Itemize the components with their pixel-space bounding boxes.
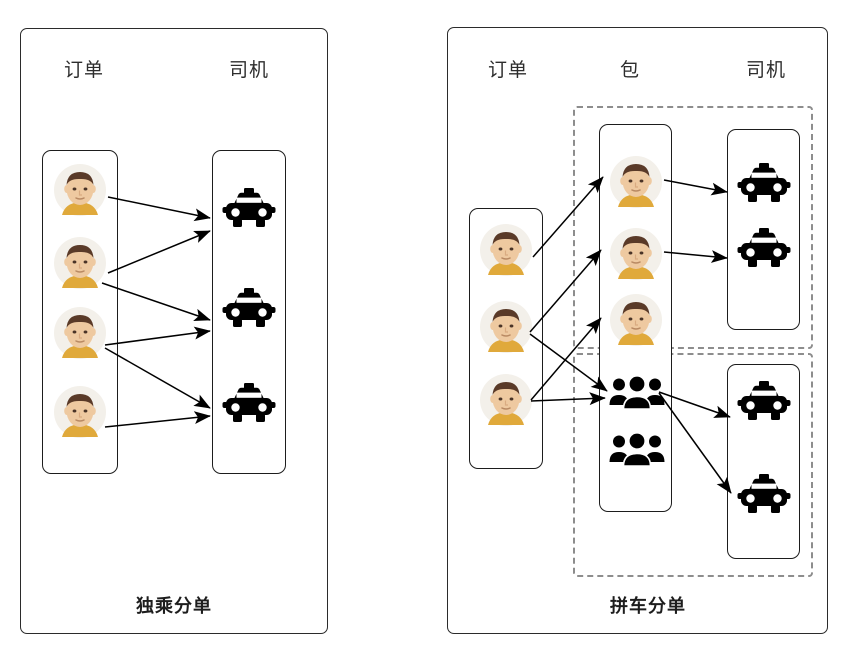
- taxi-icon-carpool-driver-top-2: [737, 228, 791, 279]
- avatar-solo-order-1: [53, 163, 107, 222]
- taxi-icon-carpool-driver-bottom-2: [737, 474, 791, 525]
- dashed-group-shared-packages: [573, 353, 813, 577]
- avatar-carpool-order-3: [479, 373, 533, 432]
- avatar-solo-order-3: [53, 306, 107, 365]
- column-label-carpool-orders: 订单: [487, 60, 528, 81]
- avatar-solo-order-4: [53, 385, 107, 444]
- taxi-icon-solo-driver-1: [222, 188, 276, 239]
- caption-solo-dispatch: 独乘分单: [136, 596, 212, 616]
- column-label-carpool-packages: 包: [619, 60, 640, 81]
- taxi-icon-carpool-driver-bottom-1: [737, 381, 791, 432]
- column-label-solo-drivers: 司机: [228, 60, 269, 81]
- avatar-carpool-package-1: [609, 155, 663, 214]
- avatar-carpool-order-2: [479, 300, 533, 359]
- column-label-carpool-drivers: 司机: [745, 60, 786, 81]
- taxi-icon-carpool-driver-top-1: [737, 163, 791, 214]
- avatar-carpool-package-3: [609, 293, 663, 352]
- column-label-solo-orders: 订单: [63, 60, 104, 81]
- taxi-icon-solo-driver-2: [222, 288, 276, 339]
- avatar-carpool-package-2: [609, 227, 663, 286]
- people-group-icon-package-1: [609, 375, 665, 416]
- taxi-icon-solo-driver-3: [222, 383, 276, 434]
- avatar-solo-order-2: [53, 236, 107, 295]
- caption-carpool-dispatch: 拼车分单: [610, 596, 686, 616]
- avatar-carpool-order-1: [479, 223, 533, 282]
- people-group-icon-package-2: [609, 432, 665, 473]
